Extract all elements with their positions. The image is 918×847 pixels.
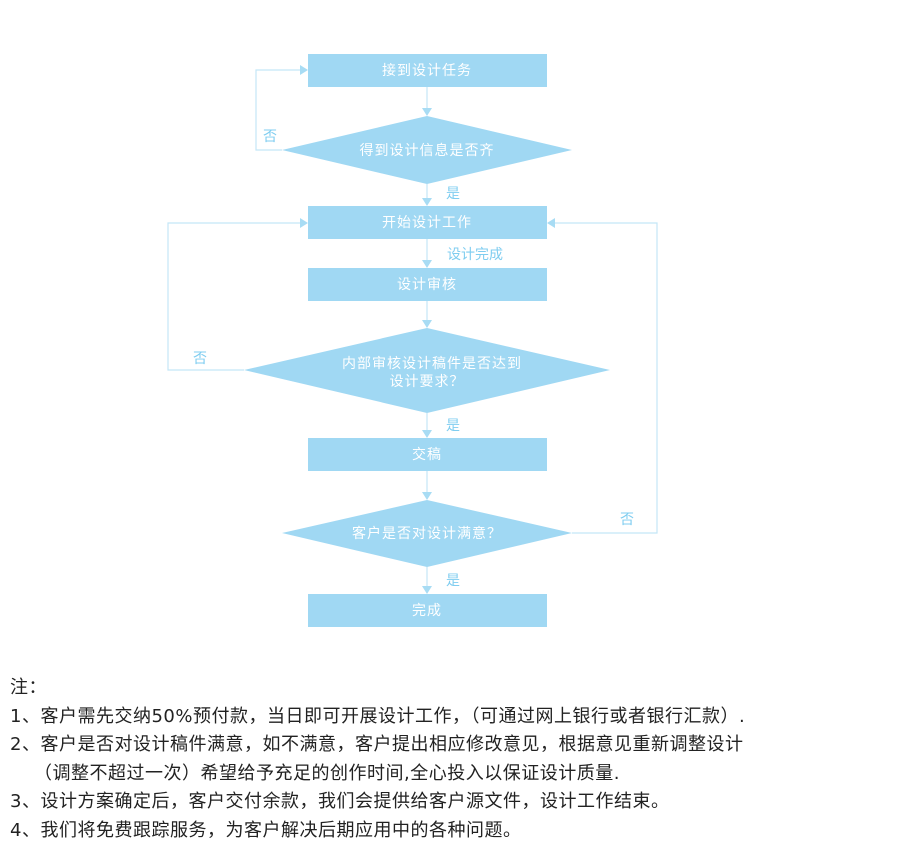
- node-label: 客户是否对设计满意？: [352, 525, 502, 542]
- node-label: 完成: [412, 603, 442, 619]
- node-start-design: 开始设计工作: [308, 206, 547, 239]
- decision-client-satisfied: 客户是否对设计满意？: [282, 500, 572, 567]
- node-done: 完成: [308, 594, 547, 627]
- note-item: 3、设计方案确定后，客户交付余款，我们会提供给客户源文件，设计工作结束。: [10, 791, 670, 812]
- note-item: 4、我们将免费跟踪服务，为客户解决后期应用中的各种问题。: [10, 819, 522, 841]
- notes-title: 注：: [10, 677, 47, 698]
- flowchart: 接到设计任务 得到设计信息是否齐 开始设计工作 设计审核 内部审核设计稿件是否达…: [167, 54, 658, 627]
- edge-label-yes: 是: [446, 418, 460, 434]
- note-item: 2、客户是否对设计稿件满意，如不满意，客户提出相应修改意见，根据意见重新调整设计: [10, 734, 744, 755]
- node-design-review: 设计审核: [308, 268, 547, 301]
- edge-label-no: 否: [193, 351, 207, 367]
- node-label: 交稿: [412, 446, 442, 463]
- note-item-continuation: （调整不超过一次）希望给予充足的创作时间,全心投入以保证设计质量.: [34, 762, 620, 784]
- node-receive-task: 接到设计任务: [308, 54, 547, 87]
- node-label: 接到设计任务: [382, 62, 472, 79]
- edge-label-no: 否: [620, 512, 634, 528]
- node-label-line2: 设计要求？: [390, 374, 465, 390]
- edge-label-yes: 是: [446, 186, 460, 202]
- node-label: 开始设计工作: [382, 215, 472, 231]
- connectors: [167, 65, 658, 594]
- node-label: 得到设计信息是否齐: [360, 142, 495, 159]
- note-item: 1、客户需先交纳50%预付款，当日即可开展设计工作，（可通过网上银行或者银行汇款…: [10, 705, 746, 727]
- decision-internal-review: 内部审核设计稿件是否达到 设计要求？: [244, 328, 610, 413]
- edge-label-yes: 是: [446, 573, 460, 589]
- notes: 注： 1、客户需先交纳50%预付款，当日即可开展设计工作，（可通过网上银行或者银…: [10, 674, 745, 845]
- node-submit: 交稿: [308, 438, 547, 471]
- edge-label-design-done: 设计完成: [447, 247, 503, 263]
- node-label: 设计审核: [397, 277, 457, 293]
- decision-info-complete: 得到设计信息是否齐: [282, 116, 572, 184]
- node-label-line1: 内部审核设计稿件是否达到: [342, 356, 522, 372]
- edge-label-no: 否: [263, 129, 277, 145]
